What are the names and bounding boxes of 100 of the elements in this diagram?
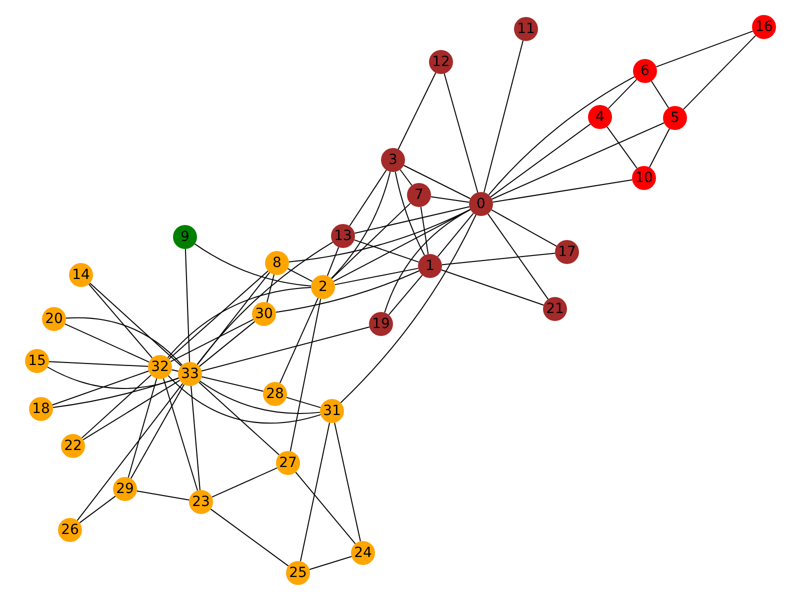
node-circle — [331, 224, 355, 248]
edge-line — [288, 208, 471, 262]
edge-line — [201, 376, 264, 392]
edge-line — [194, 243, 312, 287]
node-label: 3 — [388, 153, 398, 167]
node-label: 8 — [272, 256, 282, 270]
edge-line — [490, 124, 591, 198]
node-circle — [25, 349, 49, 373]
edge-line — [266, 274, 275, 303]
edge-line — [46, 366, 180, 389]
node-circle — [311, 275, 335, 299]
node-circle — [148, 355, 172, 379]
node-circle — [663, 106, 687, 130]
node-circle — [173, 225, 197, 249]
edge-line — [88, 284, 153, 358]
edge-line — [64, 323, 150, 363]
edge-line — [128, 378, 158, 478]
edge-line — [136, 490, 190, 500]
edge-line — [286, 396, 321, 408]
node-circle — [429, 50, 453, 74]
edge-line — [487, 213, 549, 300]
node-label: 16 — [755, 20, 773, 34]
node-circle — [320, 399, 344, 423]
node-label: 28 — [266, 387, 284, 401]
edge-line — [190, 385, 200, 491]
edge-line — [444, 73, 478, 193]
edge-line — [340, 214, 476, 404]
edge-line — [196, 242, 334, 365]
edge-line — [275, 270, 420, 313]
node-label: 12 — [432, 55, 450, 69]
node-circle — [42, 307, 66, 331]
edge-line — [420, 206, 429, 255]
edge-line — [196, 272, 270, 366]
node-circle — [252, 302, 276, 326]
node-label: 31 — [323, 404, 341, 418]
node-label: 24 — [354, 546, 372, 560]
edge-line — [349, 170, 387, 226]
node-circle — [286, 561, 310, 585]
edge-line — [354, 239, 420, 263]
edge-line — [168, 375, 322, 424]
node-label: 13 — [334, 229, 352, 243]
edge-line — [48, 361, 149, 367]
node-label: 2 — [318, 280, 328, 294]
node-circle — [752, 15, 776, 39]
edge-line — [606, 126, 638, 169]
node-circle — [633, 59, 657, 83]
edge-line — [79, 496, 116, 524]
edge-line — [308, 556, 352, 570]
edge-line — [491, 122, 665, 200]
edge-line — [130, 384, 185, 480]
edge-line — [211, 467, 278, 498]
node-circle — [69, 263, 93, 287]
node-circle — [265, 251, 289, 275]
edge-line — [400, 169, 412, 186]
node-label: 18 — [32, 402, 50, 416]
edge-line — [52, 370, 150, 406]
node-circle — [263, 382, 287, 406]
edge-line — [656, 30, 754, 68]
edge-line — [81, 374, 152, 438]
node-label: 30 — [255, 307, 273, 321]
edge-line — [167, 287, 312, 358]
edge-line — [52, 377, 180, 408]
node-circle — [178, 362, 202, 386]
node-label: 22 — [64, 439, 82, 453]
node-label: 33 — [181, 367, 199, 381]
node-circle — [351, 541, 375, 565]
edge-line — [82, 380, 180, 440]
edge-line — [334, 422, 361, 542]
node-circle — [555, 240, 579, 264]
node-circle — [58, 518, 82, 542]
node-label: 6 — [640, 64, 650, 78]
edge-line — [287, 268, 313, 282]
node-label: 19 — [372, 317, 390, 331]
edge-line — [440, 269, 544, 306]
edge-line — [682, 35, 756, 110]
edge-line — [184, 248, 190, 362]
node-label: 15 — [28, 354, 46, 368]
edge-line — [326, 246, 340, 276]
edge-line — [384, 209, 471, 314]
edge-line — [484, 40, 524, 193]
node-label: 14 — [72, 268, 90, 282]
node-circle — [189, 490, 213, 514]
edge-line — [430, 196, 470, 203]
edge-line — [279, 297, 319, 384]
node-label: 20 — [45, 312, 63, 326]
edge-line — [437, 212, 474, 258]
node-circle — [469, 192, 493, 216]
node-label: 0 — [476, 197, 486, 211]
edge-line — [334, 268, 419, 286]
edge-line — [330, 171, 391, 279]
edge-line — [650, 80, 670, 108]
edge-line — [398, 72, 436, 150]
node-circle — [632, 166, 656, 190]
edge-line — [76, 383, 184, 521]
node-circle — [113, 477, 137, 501]
edge-line — [170, 318, 254, 362]
edge-line — [210, 508, 289, 566]
edge-line — [295, 472, 356, 544]
edge-line — [300, 422, 330, 562]
edge-line — [354, 206, 470, 234]
